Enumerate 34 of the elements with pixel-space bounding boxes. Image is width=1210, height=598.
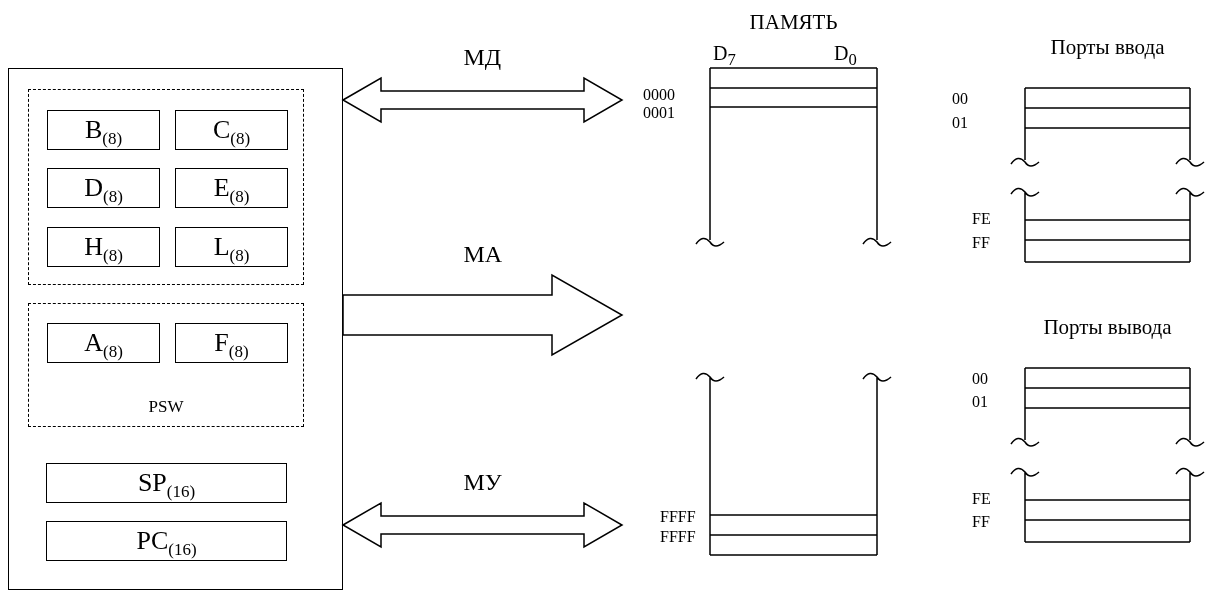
- address-label: 0001: [643, 104, 675, 122]
- register-box: F$_{(8)}$: [175, 323, 288, 363]
- register-box: E$_{(8)}$: [175, 168, 288, 208]
- address-label: 00: [952, 90, 968, 108]
- address-label: FF: [972, 234, 990, 252]
- address-label: FF: [972, 513, 990, 531]
- ports-heading: Порты вывода: [1042, 315, 1173, 340]
- address-label: 0000: [643, 86, 675, 104]
- address-label: 01: [972, 393, 988, 411]
- register-box: SP$_{(16)}$: [46, 463, 287, 503]
- address-label: FE: [972, 490, 991, 508]
- bus-arrow: [341, 76, 624, 124]
- register-group-box: [28, 89, 304, 285]
- ports-heading: Порты ввода: [1049, 35, 1166, 60]
- bit-label: D$_{7}$: [713, 44, 736, 69]
- address-label: FFFF: [660, 508, 696, 526]
- processor-box: [8, 68, 343, 590]
- register-box: H$_{(8)}$: [47, 227, 160, 267]
- address-label: 00: [972, 370, 988, 388]
- bit-label: D$_{0}$: [834, 44, 857, 69]
- register-group-box: [28, 303, 304, 427]
- register-box: PC$_{(16)}$: [46, 521, 287, 561]
- address-label: FE: [972, 210, 991, 228]
- address-label: 01: [952, 114, 968, 132]
- register-box: C$_{(8)}$: [175, 110, 288, 150]
- group-label: PSW: [147, 398, 185, 416]
- register-box: D$_{(8)}$: [47, 168, 160, 208]
- register-box: B$_{(8)}$: [47, 110, 160, 150]
- address-label: FFFF: [660, 528, 696, 546]
- register-box: A$_{(8)}$: [47, 323, 160, 363]
- register-box: L$_{(8)}$: [175, 227, 288, 267]
- bus-arrow: [342, 273, 624, 357]
- memory-heading: ПАМЯТЬ: [748, 10, 839, 35]
- bus-arrow: [341, 501, 624, 549]
